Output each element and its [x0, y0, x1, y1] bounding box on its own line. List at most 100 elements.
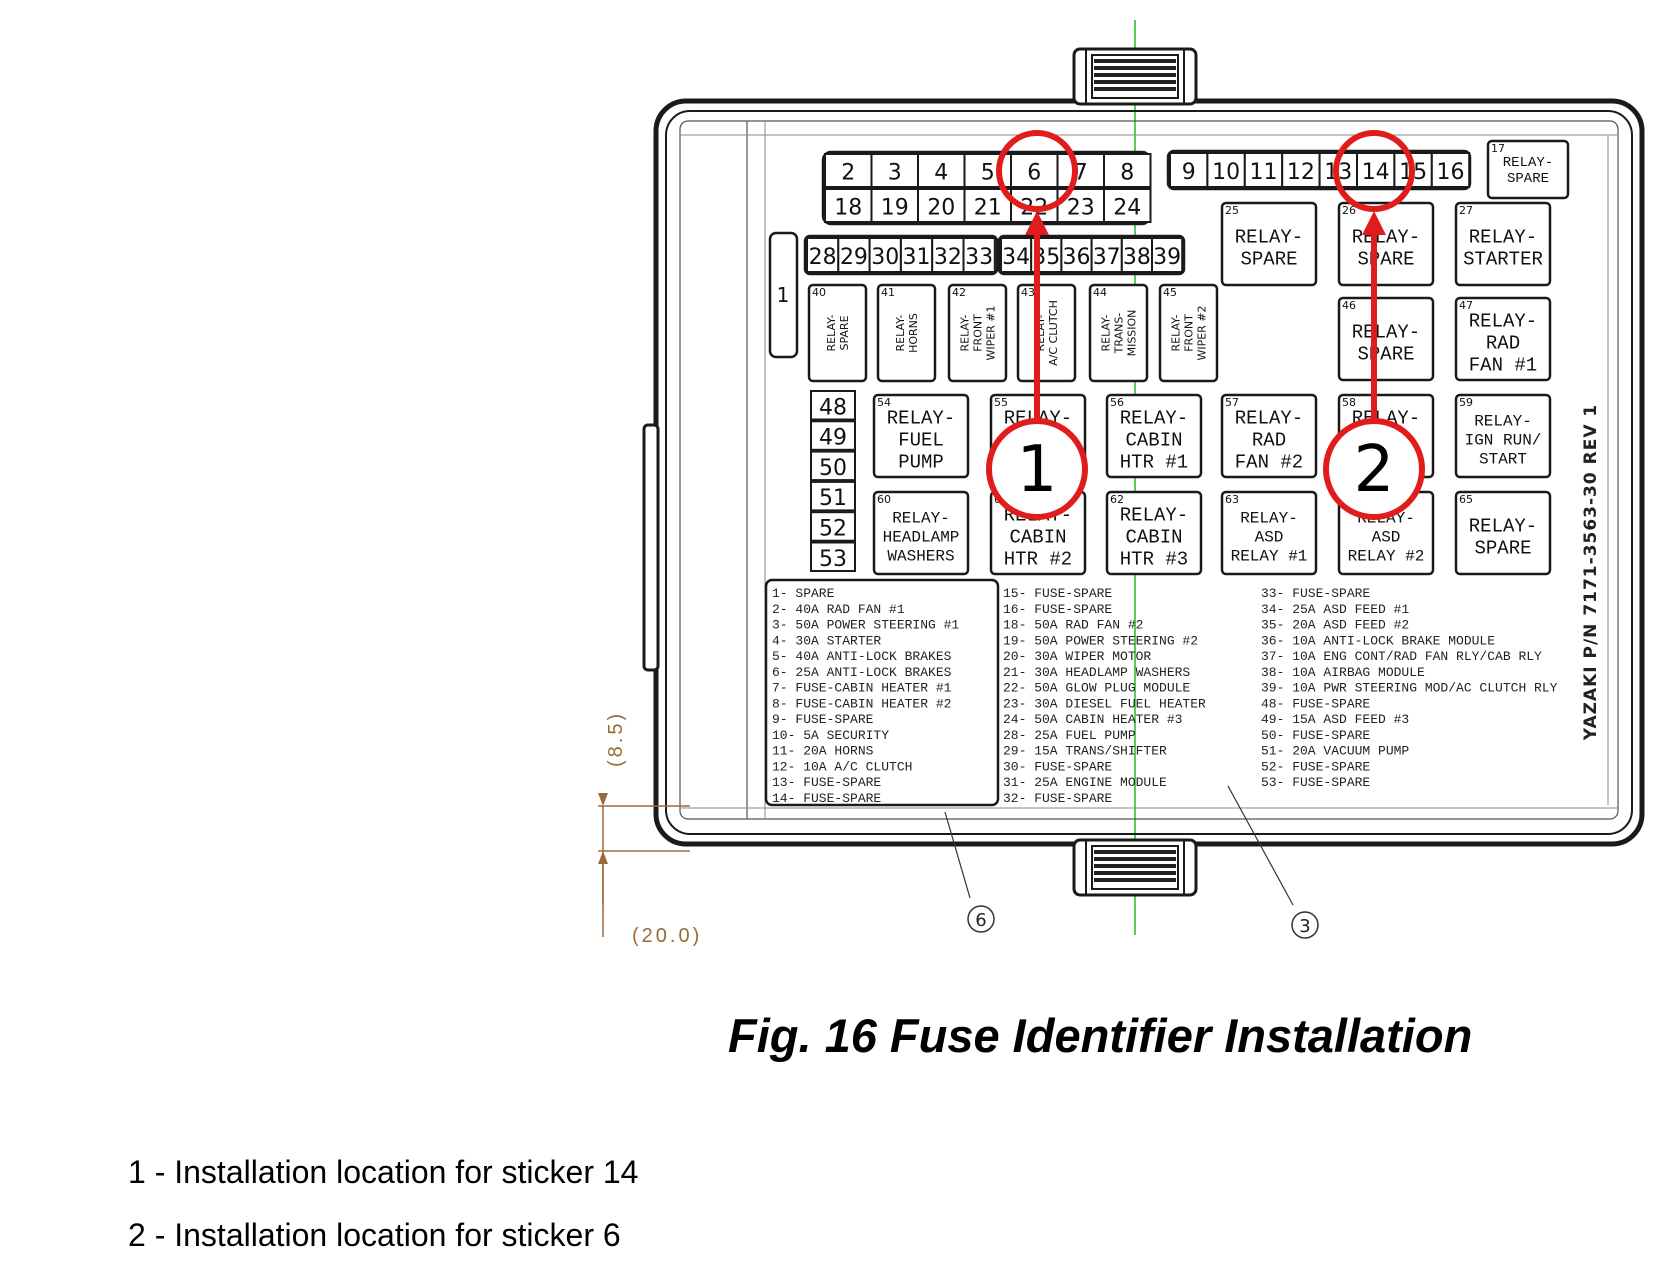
fuse-8: 8 [1120, 161, 1134, 186]
relay-42-label-0: RELAY- [959, 314, 972, 351]
fuse-32: 32 [934, 245, 962, 270]
relay-44-label-0: RELAY- [1100, 314, 1113, 351]
fuse-51-box [810, 480, 856, 512]
legend-legend_col3-0: 33- FUSE-SPARE [1261, 586, 1370, 601]
fuse-30: 30 [871, 245, 899, 270]
fuse-14: 14 [1362, 160, 1390, 185]
part-number: YAZAKI P/N 7171-3563-30 REV 1 [1581, 404, 1601, 741]
fuse-39-box [1151, 237, 1184, 273]
fuse-52: 52 [819, 516, 847, 541]
relay-47-label-1: RAD [1486, 333, 1520, 355]
relay-44-box [1088, 283, 1149, 383]
relay-40-box [807, 283, 868, 383]
fuse-39: 39 [1153, 245, 1181, 270]
dimension-label: (8.5) [605, 711, 627, 767]
figure-caption: Fig. 16 Fuse Identifier Installation [728, 1009, 1473, 1062]
relay-60-label-1: HEADLAMP [883, 529, 960, 547]
fuse-16: 16 [1437, 160, 1465, 185]
relay-43-number: 43 [1021, 286, 1035, 299]
legend-legend_col3-2: 35- 20A ASD FEED #2 [1261, 618, 1409, 633]
fuse-34: 34 [1002, 245, 1030, 270]
relay-17-label-0: RELAY- [1503, 155, 1553, 171]
legend-legend_col2-9: 28- 25A FUEL PUMP [1003, 728, 1136, 743]
relay-46-number: 46 [1342, 299, 1356, 312]
relay-46-label-0: RELAY- [1352, 322, 1420, 344]
relay-26-number: 26 [1342, 204, 1356, 217]
relay-25-label-1: SPARE [1240, 249, 1297, 271]
fuse-52-box [810, 511, 856, 542]
fuse-box-body [642, 20, 1645, 935]
legend-legend_col2-6: 22- 50A GLOW PLUG MODULE [1003, 681, 1190, 696]
relay-26-box [1337, 201, 1435, 287]
fuse-4-box [917, 153, 966, 188]
legend-legend_col1-8: 9- FUSE-SPARE [772, 712, 874, 727]
legend-legend_col3-7: 48- FUSE-SPARE [1261, 696, 1370, 711]
top-latch [1072, 47, 1198, 106]
relay-64-label-2: RELAY #2 [1348, 548, 1425, 566]
relay-45-label-0: RELAY- [1170, 314, 1183, 351]
fuse-20: 20 [927, 196, 955, 221]
fuse-5: 5 [981, 161, 995, 186]
shell-inner-edge [665, 110, 1633, 835]
fuse-21: 21 [974, 196, 1002, 221]
fuse-row-34-frame [997, 234, 1186, 276]
relay-59-number: 59 [1459, 396, 1473, 409]
relay-55-number: 55 [994, 396, 1008, 409]
fuse-row-28-frame [803, 234, 999, 276]
relay-65-label-0: RELAY- [1469, 516, 1537, 538]
relay-63-label-1: ASD [1255, 529, 1284, 547]
fuse-2: 2 [841, 161, 855, 186]
relay-60-box [872, 490, 970, 576]
legend-legend_col2-12: 31- 25A ENGINE MODULE [1003, 775, 1167, 790]
legend-legend_col2-3: 19- 50A POWER STEERING #2 [1003, 633, 1198, 648]
fuse-4: 4 [934, 161, 948, 186]
legend-legend_col3-6: 39- 10A PWR STEERING MOD/AC CLUTCH RLY [1261, 681, 1558, 696]
relay-62-label-2: HTR #3 [1120, 549, 1188, 571]
fuse-6: 6 [1027, 161, 1041, 186]
relay-62-box [1105, 490, 1203, 576]
legend-legend_col3-8: 49- 15A ASD FEED #3 [1261, 712, 1409, 727]
fuse-34-box [1000, 237, 1033, 273]
legend-legend_col2-1: 16- FUSE-SPARE [1003, 602, 1112, 617]
fuse-19: 19 [881, 196, 909, 221]
fuse-11-box [1243, 152, 1284, 188]
relay-58-number: 58 [1342, 396, 1356, 409]
cover-rim [679, 120, 1619, 820]
ref-3-label: 3 [1299, 916, 1310, 937]
callout-2-target-ring [1333, 130, 1415, 212]
relay-54-label-2: PUMP [898, 452, 944, 474]
relay-61-label-1: CABIN [1009, 527, 1066, 549]
relay-26-label-1: SPARE [1357, 249, 1414, 271]
legend-legend_col2-4: 20- 30A WIPER MOTOR [1003, 649, 1151, 664]
fuse-10-box [1206, 152, 1246, 188]
relay-47-label-0: RELAY- [1469, 311, 1537, 333]
fuse-30-box [868, 237, 902, 273]
dimension-annotation: (8.5) (20.0) [598, 711, 699, 947]
legend-legend_col1-12: 13- FUSE-SPARE [772, 775, 881, 790]
legend-legend_col1-1: 2- 40A RAD FAN #1 [772, 602, 905, 617]
relay-25-box [1220, 201, 1318, 287]
legend-legend_col1-13: 14- FUSE-SPARE [772, 791, 881, 806]
fuse-36-box [1060, 237, 1093, 273]
legend-legend_col2-5: 21- 30A HEADLAMP WASHERS [1003, 665, 1190, 680]
fuse-6-box [1010, 153, 1059, 188]
relay-56-label-1: CABIN [1125, 430, 1182, 452]
relay-45-number: 45 [1163, 286, 1177, 299]
relay-47-box [1454, 296, 1552, 382]
fuse-1-box [768, 231, 799, 359]
relay-56-box [1105, 393, 1203, 479]
callout-1-number: 1 [1017, 433, 1058, 507]
relay-45-box [1158, 283, 1219, 383]
relay-59-label-0: RELAY- [1474, 413, 1532, 431]
relay-26-label-0: RELAY- [1352, 227, 1420, 249]
relay-40-label-1: SPARE [838, 315, 851, 350]
relay-63-box [1220, 490, 1318, 576]
relay-42-label-1: FRONT [972, 314, 985, 352]
legend-legend_col3-11: 52- FUSE-SPARE [1261, 759, 1370, 774]
relay-27-label-0: RELAY- [1469, 227, 1537, 249]
relay-54-box [872, 393, 970, 479]
note-2: 2 - Installation location for sticker 6 [128, 1217, 621, 1253]
